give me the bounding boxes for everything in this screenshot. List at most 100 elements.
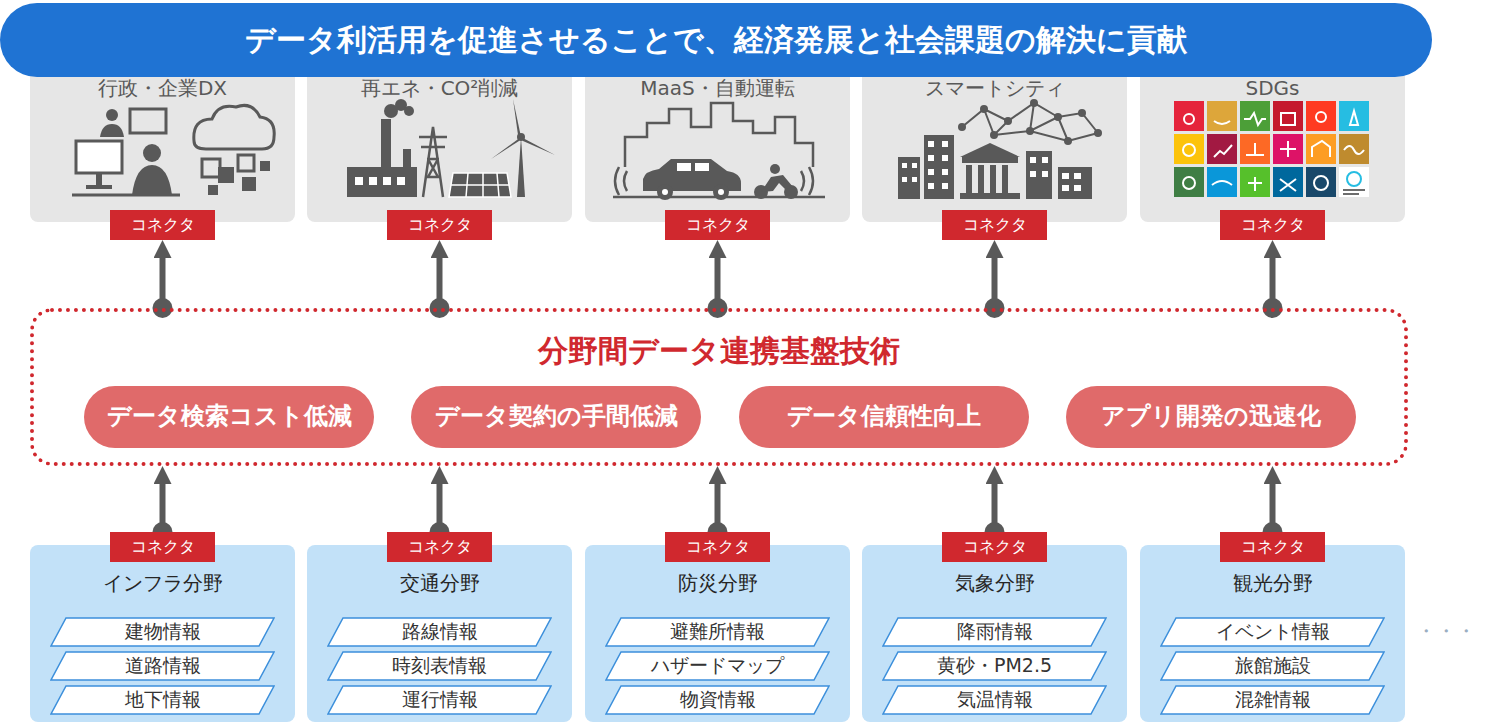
arrow-connector <box>1263 240 1283 318</box>
node-text: 分野間データ連携基盤技術 <box>538 334 900 369</box>
arrow-connector <box>708 240 728 318</box>
node-text: 交通分野 <box>400 572 480 595</box>
connector-tag: コネクタ <box>1220 532 1325 562</box>
data-field-box: 交通分野コネクタ路線情報時刻表情報運行情報 <box>307 545 572 722</box>
arrow-head <box>717 240 718 254</box>
mobility-illustration <box>585 97 850 209</box>
node-text: コネクタ <box>408 216 472 234</box>
node-text: ハザードマップ <box>651 655 784 677</box>
arrow-head <box>717 466 718 480</box>
application-box: SDGsコネクタ <box>1140 65 1405 222</box>
connector-tag: コネクタ <box>665 532 770 562</box>
feature-pill: データ検索コスト低減 <box>84 386 374 448</box>
arrow-connector <box>430 466 450 542</box>
dataset-item: 地下情報 <box>50 685 275 715</box>
ellipsis-label: ・・・ <box>1416 620 1476 643</box>
connector-tag: コネクタ <box>110 532 215 562</box>
node-text: アプリ開発の迅速化 <box>1101 403 1321 431</box>
data-field-box: インフラ分野コネクタ建物情報道路情報地下情報 <box>30 545 295 722</box>
node-text: 時刻表情報 <box>392 655 487 677</box>
node-text: コネクタ <box>1241 538 1305 556</box>
node-text: 運行情報 <box>402 689 478 711</box>
connector-tag: コネクタ <box>387 532 492 562</box>
arrow-head <box>1272 466 1273 480</box>
dataset-item: 黄砂・PM2.5 <box>882 651 1107 681</box>
data-field-box: 防災分野コネクタ避難所情報ハザードマップ物資情報 <box>585 545 850 722</box>
dataset-item: 運行情報 <box>327 685 552 715</box>
arrow-head <box>994 240 995 254</box>
node-text: データ信頼性向上 <box>787 403 981 431</box>
connector-tag: コネクタ <box>665 210 770 240</box>
arrow-head <box>439 240 440 254</box>
connector-tag: コネクタ <box>1220 210 1325 240</box>
arrow-head <box>162 240 163 254</box>
node-text: データ検索コスト低減 <box>107 403 352 431</box>
node-text: コネクタ <box>686 216 750 234</box>
arrow-head <box>162 466 163 480</box>
node-text: コネクタ <box>963 216 1027 234</box>
arrow-connector <box>985 466 1005 542</box>
arrow-connector <box>430 240 450 318</box>
node-text: コネクタ <box>131 216 195 234</box>
arrow-connector <box>708 466 728 542</box>
node-text: コネクタ <box>131 538 195 556</box>
node-text: コネクタ <box>686 538 750 556</box>
node-text: コネクタ <box>963 538 1027 556</box>
feature-pill: データ信頼性向上 <box>739 386 1029 448</box>
node-text: 路線情報 <box>402 621 478 643</box>
data-field-box: 気象分野コネクタ降雨情報黄砂・PM2.5気温情報 <box>862 545 1127 722</box>
node-text: スマートシティ <box>925 77 1065 100</box>
title-banner: データ利活用を促進させることで、経済発展と社会課題の解決に貢献 <box>0 3 1432 77</box>
arrow-connector <box>153 466 173 542</box>
connector-tag: コネクタ <box>387 210 492 240</box>
arrow-connector <box>153 240 173 318</box>
node-text: 旅館施設 <box>1235 655 1311 677</box>
dataset-item: 避難所情報 <box>605 617 830 647</box>
arrow-head <box>1272 240 1273 254</box>
application-box: MaaS・自動運転コネクタ <box>585 65 850 222</box>
node-text: 混雑情報 <box>1235 689 1311 711</box>
dx-illustration <box>30 97 295 209</box>
ellipsis-text: ・・・ <box>1416 620 1476 643</box>
dataset-item: 気温情報 <box>882 685 1107 715</box>
dataset-item: 物資情報 <box>605 685 830 715</box>
dataset-item: 旅館施設 <box>1160 651 1385 681</box>
arrow-head <box>439 466 440 480</box>
dataset-item: 建物情報 <box>50 617 275 647</box>
feature-pill: アプリ開発の迅速化 <box>1066 386 1356 448</box>
node-text: 地下情報 <box>125 689 201 711</box>
node-text: 行政・企業DX <box>98 77 227 100</box>
node-text: 道路情報 <box>125 655 201 677</box>
arrow-head <box>994 466 995 480</box>
dataset-item: イベント情報 <box>1160 617 1385 647</box>
node-text: コネクタ <box>408 538 472 556</box>
dataset-item: 道路情報 <box>50 651 275 681</box>
node-text: 黄砂・PM2.5 <box>937 655 1052 677</box>
node-text: インフラ分野 <box>103 572 223 595</box>
arrow-connector <box>1263 466 1283 542</box>
dataset-item: 混雑情報 <box>1160 685 1385 715</box>
dataset-item: 時刻表情報 <box>327 651 552 681</box>
arrow-connector <box>985 240 1005 318</box>
node-text: 物資情報 <box>680 689 756 711</box>
node-text: 建物情報 <box>125 621 201 643</box>
feature-pill: データ契約の手間低減 <box>411 386 701 448</box>
connector-tag: コネクタ <box>110 210 215 240</box>
node-text: 避難所情報 <box>670 621 765 643</box>
application-box: スマートシティコネクタ <box>862 65 1127 222</box>
node-text: MaaS・自動運転 <box>640 77 794 100</box>
connector-tag: コネクタ <box>942 532 1047 562</box>
dataset-item: 路線情報 <box>327 617 552 647</box>
node-text: SDGs <box>1245 77 1299 100</box>
node-text: コネクタ <box>1241 216 1305 234</box>
dataset-item: ハザードマップ <box>605 651 830 681</box>
node-text: 再エネ・CO²削減 <box>361 77 519 100</box>
platform-box: 分野間データ連携基盤技術データ検索コスト低減 データ契約の手間低減 データ信頼性向上… <box>30 308 1408 466</box>
node-text: データ契約の手間低減 <box>435 403 678 431</box>
node-text: 気温情報 <box>957 689 1033 711</box>
node-text: イベント情報 <box>1216 621 1330 643</box>
node-text: 気象分野 <box>955 572 1035 595</box>
node-text: 降雨情報 <box>957 621 1033 643</box>
node-text: 防災分野 <box>678 572 758 595</box>
